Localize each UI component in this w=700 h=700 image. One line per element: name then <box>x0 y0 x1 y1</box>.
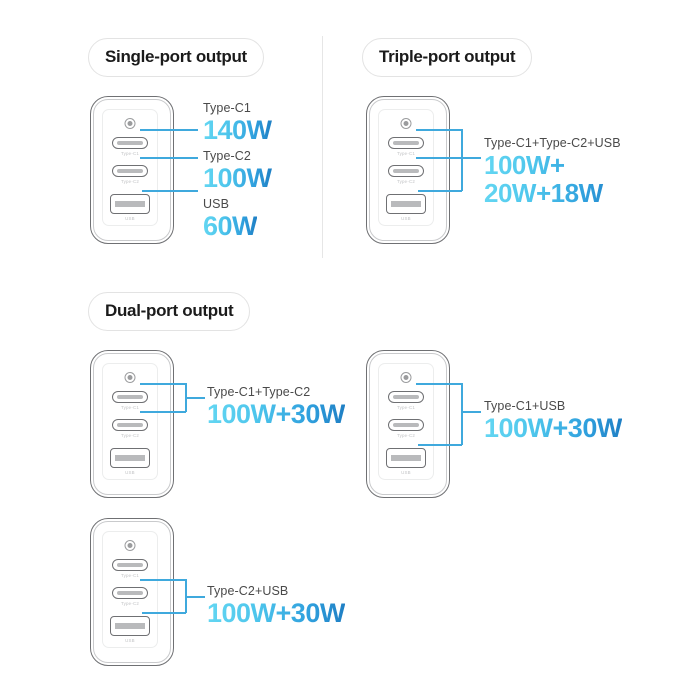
port-label-usb: USB <box>401 216 411 221</box>
bracket-spine <box>461 129 463 191</box>
leader-line-usb <box>142 190 198 192</box>
port-label-type-c2: Type-C2 <box>121 601 139 606</box>
section-header-triple-port: Triple-port output <box>362 38 533 77</box>
port-type-c1 <box>112 559 148 571</box>
bracket-branch-c1 <box>140 383 186 385</box>
port-type-c2 <box>388 165 424 177</box>
readout-type-c1: Type-C1 140W <box>203 101 272 145</box>
readout-wattage: 140W <box>203 115 272 145</box>
port-type-c1 <box>112 137 148 149</box>
readout-caption: Type-C2+USB <box>207 584 289 598</box>
port-type-c2 <box>112 419 148 431</box>
readout-wattage: 60W <box>203 211 258 241</box>
readout-caption: Type-C1+Type-C2+USB <box>484 136 621 150</box>
brand-logo-icon <box>124 118 136 129</box>
readout-dual-c1-c2: Type-C1+Type-C2 100W+30W <box>207 385 345 429</box>
bracket-branch-usb <box>418 190 462 192</box>
leader-line-c1 <box>140 129 198 131</box>
readout-caption: Type-C2 <box>203 149 251 163</box>
bracket-spine <box>461 383 463 445</box>
port-usb-a <box>386 448 426 468</box>
readout-wattage: 100W <box>203 163 272 193</box>
port-type-c2 <box>112 587 148 599</box>
brand-logo-icon <box>400 372 412 383</box>
readout-caption: Type-C1+USB <box>484 399 566 413</box>
leader-line-c2 <box>140 157 198 159</box>
bracket-branch-c2 <box>140 579 186 581</box>
readout-wattage: 100W+30W <box>207 598 345 628</box>
port-label-type-c2: Type-C2 <box>397 179 415 184</box>
charger-unit-dual-c1-c2: Type-C1 Type-C2 USB <box>90 350 174 498</box>
bracket-stem <box>461 411 481 413</box>
bracket-stem <box>185 596 205 598</box>
port-label-type-c2: Type-C2 <box>397 433 415 438</box>
port-type-c2 <box>112 165 148 177</box>
port-type-c1 <box>388 391 424 403</box>
readout-dual-c2-usb: Type-C2+USB 100W+30W <box>207 584 345 628</box>
port-label-usb: USB <box>125 638 135 643</box>
port-usb-a <box>386 194 426 214</box>
charger-port-panel: Type-C1 Type-C2 USB <box>102 531 158 648</box>
readout-caption: Type-C1+Type-C2 <box>207 385 311 399</box>
bracket-branch-c2 <box>140 411 186 413</box>
readout-wattage-line2: 20W+18W <box>484 179 621 207</box>
charger-unit-single-port: Type-C1 Type-C2 USB <box>90 96 174 244</box>
charger-unit-dual-c2-usb: Type-C1 Type-C2 USB <box>90 518 174 666</box>
readout-wattage: 100W+30W <box>207 399 345 429</box>
readout-caption: Type-C1 <box>203 101 251 115</box>
port-label-usb: USB <box>401 470 411 475</box>
readout-triple-port: Type-C1+Type-C2+USB 100W+ 20W+18W <box>484 136 621 207</box>
port-usb-a <box>110 448 150 468</box>
readout-type-c2: Type-C2 100W <box>203 149 272 193</box>
readout-usb: USB 60W <box>203 197 258 241</box>
charger-unit-dual-c1-usb: Type-C1 Type-C2 USB <box>366 350 450 498</box>
port-type-c1 <box>112 391 148 403</box>
charger-port-panel: Type-C1 Type-C2 USB <box>102 363 158 480</box>
bracket-branch-c2 <box>416 157 462 159</box>
port-type-c1 <box>388 137 424 149</box>
section-header-dual-port: Dual-port output <box>88 292 251 331</box>
port-label-type-c1: Type-C1 <box>121 573 139 578</box>
section-header-single-port: Single-port output <box>88 38 264 77</box>
bracket-branch-usb <box>418 444 462 446</box>
section-divider <box>322 36 323 258</box>
charger-unit-triple-port: Type-C1 Type-C2 USB <box>366 96 450 244</box>
readout-wattage-line1: 100W+ <box>484 151 621 179</box>
bracket-branch-usb <box>142 612 186 614</box>
charger-port-panel: Type-C1 Type-C2 USB <box>378 363 434 480</box>
readout-caption: USB <box>203 197 230 211</box>
charger-port-panel: Type-C1 Type-C2 USB <box>102 109 158 226</box>
bracket-branch-c1 <box>416 383 462 385</box>
brand-logo-icon <box>400 118 412 129</box>
readout-wattage: 100W+30W <box>484 413 622 443</box>
port-label-usb: USB <box>125 470 135 475</box>
port-label-type-c1: Type-C1 <box>121 405 139 410</box>
brand-logo-icon <box>124 372 136 383</box>
port-label-type-c1: Type-C1 <box>397 405 415 410</box>
port-label-usb: USB <box>125 216 135 221</box>
port-usb-a <box>110 616 150 636</box>
port-label-type-c1: Type-C1 <box>397 151 415 156</box>
bracket-stem <box>461 157 481 159</box>
readout-dual-c1-usb: Type-C1+USB 100W+30W <box>484 399 622 443</box>
bracket-stem <box>185 397 205 399</box>
port-type-c2 <box>388 419 424 431</box>
port-label-type-c2: Type-C2 <box>121 433 139 438</box>
brand-logo-icon <box>124 540 136 551</box>
port-usb-a <box>110 194 150 214</box>
port-label-type-c2: Type-C2 <box>121 179 139 184</box>
charger-port-panel: Type-C1 Type-C2 USB <box>378 109 434 226</box>
bracket-branch-c1 <box>416 129 462 131</box>
port-label-type-c1: Type-C1 <box>121 151 139 156</box>
